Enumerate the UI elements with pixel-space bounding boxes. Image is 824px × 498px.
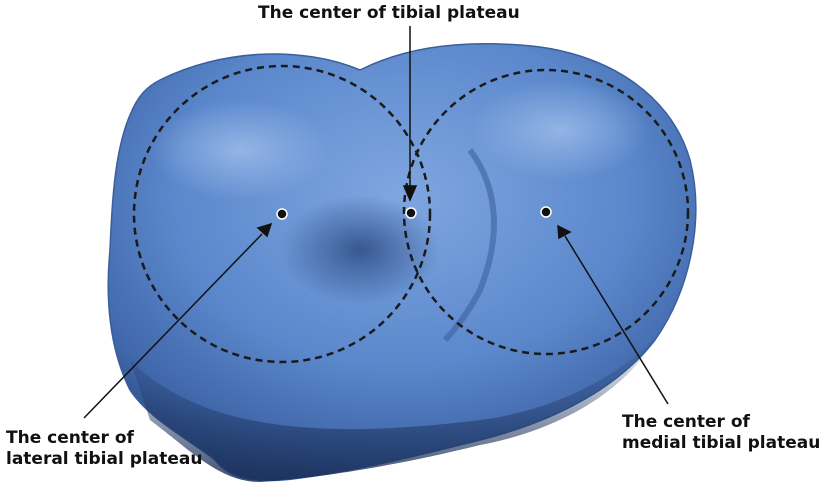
label-lateral-center: The center of lateral tibial plateau [6,428,202,470]
label-medial-line1: The center of [622,412,750,432]
label-lateral-line2: lateral tibial plateau [6,449,203,469]
label-medial-center: The center of medial tibial plateau [622,412,820,454]
plateau-center-marker [405,207,417,219]
label-lateral-line1: The center of [6,428,134,448]
lateral-center-marker [276,208,288,220]
left-arrow [83,222,273,419]
lateral-plateau-circle [132,64,432,364]
intercondylar-shadow [280,195,440,305]
label-tibial-plateau-center: The center of tibial plateau [258,3,520,23]
lower-shadow [130,330,660,482]
medial-plateau-circle [402,68,690,356]
lateral-highlight [150,100,330,200]
medial-highlight [470,80,650,180]
top-arrow [402,26,418,202]
medial-center-marker [540,206,552,218]
label-medial-line2: medial tibial plateau [622,433,821,453]
right-arrow [557,224,669,405]
